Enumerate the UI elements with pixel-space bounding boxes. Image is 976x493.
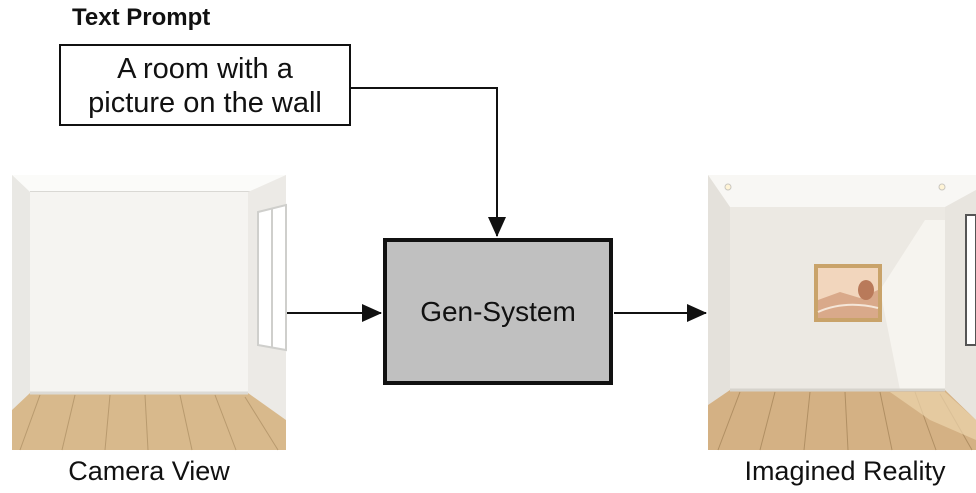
text-prompt-box: A room with a picture on the wall [59,44,351,126]
camera-view-image [12,175,287,451]
camera-view-caption: Camera View [68,456,230,486]
imagined-reality-caption: Imagined Reality [744,456,946,486]
prompt-line-2: picture on the wall [88,87,322,119]
prompt-to-system-arrow [351,87,506,237]
imagined-reality-image [708,175,976,451]
prompt-line-1: A room with a [117,53,293,85]
gen-system-box: Gen-System [383,238,613,385]
text-prompt-heading: Text Prompt [72,4,211,31]
gen-system-label: Gen-System [420,295,576,327]
